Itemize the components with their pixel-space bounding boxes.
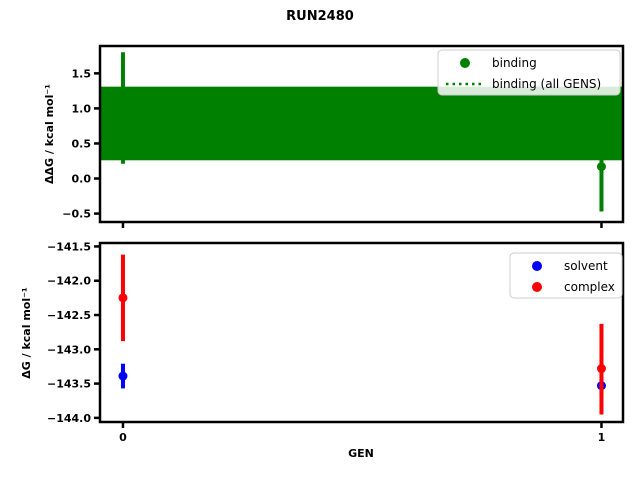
top-y-axis-label: ΔΔG / kcal mol⁻¹ [43,84,56,184]
bottom-axes: −141.5 −142.0 −142.5 −143.0 −143.5 −144.0 0 1 so… [47,240,625,444]
data-point-binding-gen0 [118,96,128,106]
y-tick-label: −141.5 [47,240,91,253]
axes-frame [98,241,625,424]
legend-box [437,49,621,96]
data-point-solvent-gen0 [118,371,128,381]
y-tick-label: −142.0 [47,275,91,288]
legend-marker-solvent [532,261,542,271]
top-axes: 1.5 1.0 0.5 0.0 −0.5 binding binding (all GENS… [62,44,625,228]
legend-marker-complex [532,282,542,292]
axes-frame [98,44,625,224]
y-tick-label: −144.0 [47,412,91,425]
legend-label-solvent: solvent [564,259,608,273]
y-tick-label: 0.0 [72,173,92,186]
y-tick-label: −143.5 [47,378,91,391]
confidence-band-binding-all-gens [100,86,623,161]
y-tick-label: −142.5 [47,309,91,322]
data-point-complex-gen1 [596,364,606,374]
legend-marker-binding [460,58,470,68]
y-tick-label: 0.5 [72,137,92,150]
figure-title: RUN2480 [286,9,354,24]
data-point-binding-gen1 [596,162,606,172]
x-tick-label: 1 [598,431,606,444]
y-tick-label: −143.0 [47,343,91,356]
legend-label-complex: complex [564,280,615,294]
legend-label-binding-all-gens: binding (all GENS) [492,77,601,91]
y-tick-label: 1.0 [72,102,92,115]
y-tick-label: −0.5 [62,208,91,221]
data-point-complex-gen0 [118,293,128,303]
y-tick-label: 1.5 [72,67,92,80]
bottom-y-axis-label: ΔG / kcal mol⁻¹ [20,287,33,379]
legend-label-binding: binding [492,56,537,70]
x-tick-label: 0 [119,431,127,444]
x-axis-label: GEN [348,447,374,460]
